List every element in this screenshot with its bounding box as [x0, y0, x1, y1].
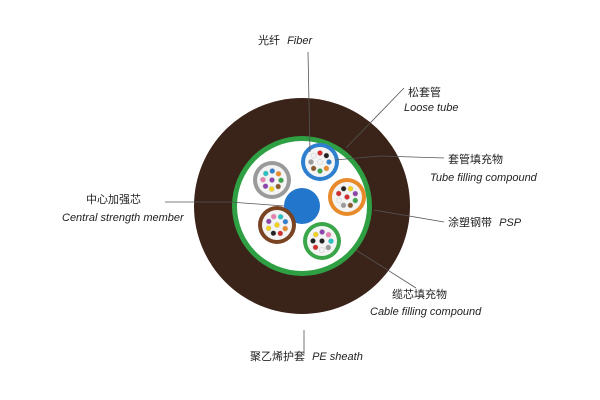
fiber	[319, 238, 325, 244]
fiber	[317, 168, 323, 174]
leader-line	[307, 51, 311, 153]
fiber	[319, 229, 325, 235]
label-psp-en: PSP	[499, 217, 522, 229]
fiber	[310, 152, 317, 159]
fiber	[282, 218, 289, 225]
label-tube-filling-en: Tube filling compound	[430, 172, 538, 184]
fiber	[270, 213, 277, 220]
leader-line	[165, 201, 285, 207]
fiber	[347, 202, 354, 209]
fiber	[335, 190, 342, 197]
leader-line	[355, 249, 417, 289]
label-tube-filling-cn: 套管填充物	[448, 152, 503, 166]
fiber	[340, 185, 347, 192]
fiber	[312, 231, 319, 238]
leader-line	[373, 209, 445, 223]
fiber	[328, 238, 334, 244]
fiber	[282, 225, 289, 232]
label-pe-sheath-en: PE sheath	[312, 351, 363, 363]
fiber	[275, 183, 282, 190]
fiber	[317, 159, 323, 165]
label-pe-sheath: 聚乙烯护套 PE sheath	[250, 349, 363, 363]
fiber	[352, 190, 359, 197]
fiber	[265, 225, 272, 232]
fiber	[325, 231, 332, 238]
fiber	[340, 202, 347, 209]
label-loose-tube-en: Loose tube	[404, 102, 458, 114]
fiber	[268, 186, 275, 192]
fiber	[352, 197, 359, 204]
fiber	[317, 150, 323, 156]
label-fiber-en: Fiber	[287, 35, 313, 47]
fiber	[274, 222, 280, 228]
leader-line	[345, 87, 405, 149]
fiber	[312, 244, 319, 251]
fiber	[308, 159, 314, 165]
fiber	[310, 165, 317, 172]
label-psp-cn: 涂塑钢带	[448, 215, 492, 229]
label-cable-filling-cn: 缆芯填充物	[392, 287, 447, 301]
fiber	[260, 176, 266, 183]
fiber	[262, 183, 269, 189]
label-loose-tube-cn: 松套管	[408, 85, 441, 99]
fiber	[323, 152, 330, 159]
label-fiber: 光纤 Fiber	[258, 33, 313, 47]
fiber	[275, 170, 282, 177]
fiber	[269, 168, 276, 174]
fiber	[262, 170, 269, 177]
label-cable-filling-en: Cable filling compound	[370, 306, 482, 318]
cable-cross-section	[194, 98, 410, 314]
label-fiber-cn: 光纤	[258, 33, 280, 47]
label-psp: 涂塑钢带 PSP	[448, 215, 522, 229]
fiber	[335, 197, 342, 204]
leader-lines	[165, 51, 445, 354]
fiber	[310, 238, 316, 244]
fiber	[269, 177, 275, 183]
fiber	[325, 244, 332, 251]
fiber	[326, 159, 332, 165]
leader-line	[334, 155, 445, 161]
fiber	[278, 177, 284, 184]
fiber	[270, 230, 277, 236]
fiber	[323, 165, 330, 172]
fiber	[347, 185, 354, 192]
fiber	[319, 247, 325, 253]
label-pe-sheath-cn: 聚乙烯护套	[250, 349, 305, 363]
fiber	[265, 218, 272, 225]
fiber	[344, 194, 350, 200]
label-central-member-cn: 中心加强芯	[86, 192, 141, 206]
label-central-member-en: Central strength member	[62, 212, 185, 224]
fiber	[277, 213, 284, 220]
fiber	[277, 230, 284, 237]
